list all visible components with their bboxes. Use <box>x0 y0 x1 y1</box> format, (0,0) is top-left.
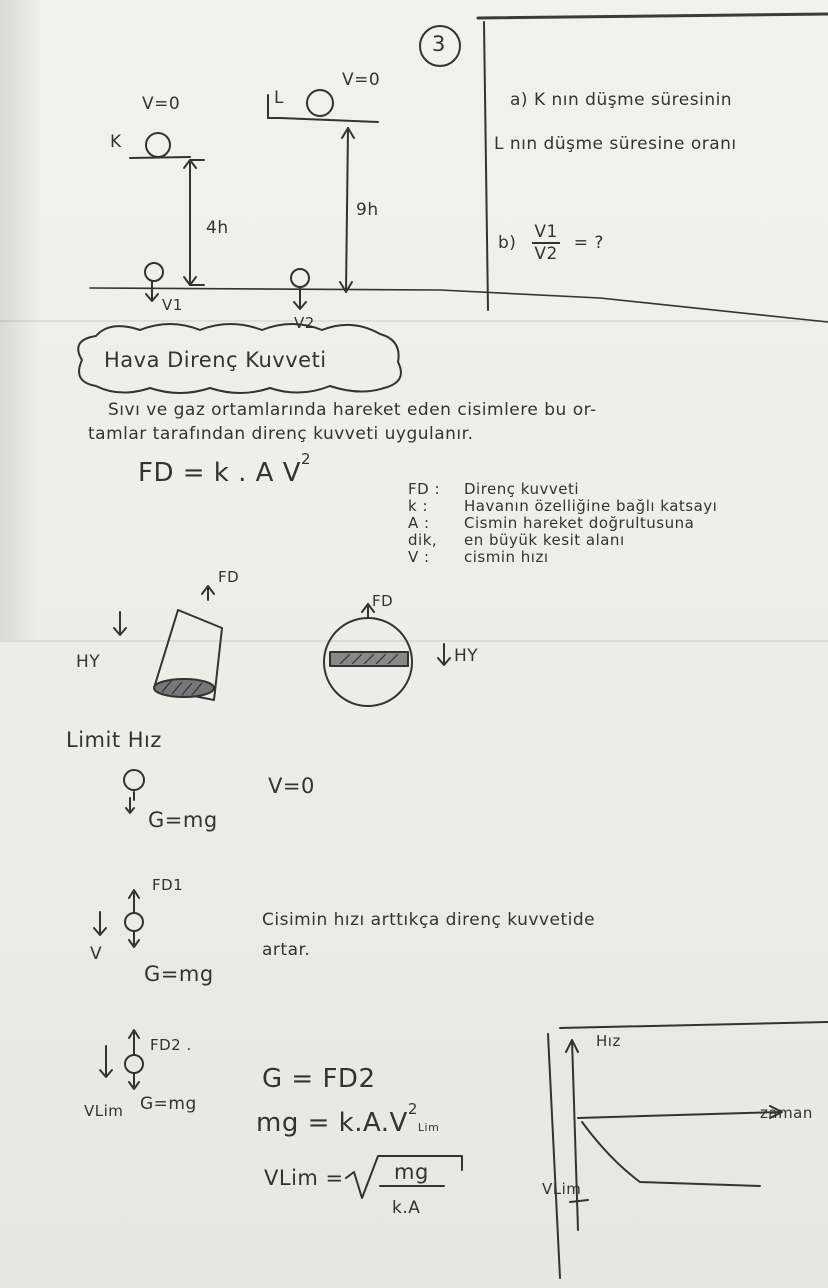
drag-text-line1: Sıvı ve gaz ortamlarında hareket eden ci… <box>108 400 597 420</box>
height-4h-label: 4h <box>206 218 229 238</box>
vlim-label: VLim <box>84 1102 124 1120</box>
equation-drag: mg = k.A.V2Lim <box>256 1100 440 1138</box>
definition-row: A : Cismin hareket doğrultusuna <box>408 514 717 532</box>
definition-symbol: dik, <box>408 531 438 549</box>
graph-x-label: zaman <box>760 1104 813 1122</box>
question-b-suffix: = ? <box>573 233 604 253</box>
equation-vlim-denominator: k.A <box>392 1198 421 1218</box>
v-label: V <box>90 944 103 964</box>
perforated-edge <box>0 0 40 640</box>
graph-vlim-label: VLim <box>542 1180 582 1198</box>
drag-formula-text: FD = k . A V <box>138 458 301 488</box>
v0-right-label: V=0 <box>342 70 381 90</box>
v1-label: V1 <box>162 296 183 314</box>
definition-row: dik, en büyük kesit alanı <box>408 531 717 549</box>
hy-label-cylinder: HY <box>76 652 101 672</box>
page-fold <box>0 320 828 322</box>
limit-note-line1: Cisimin hızı arttıkça direnç kuvvetide <box>262 910 596 930</box>
definition-row: FD : Direnç kuvveti <box>408 480 717 498</box>
drag-formula-exponent: 2 <box>300 450 312 468</box>
page-fold <box>0 640 828 642</box>
section-title-limit: Limit Hız <box>66 728 162 752</box>
definition-symbol: A : <box>408 514 430 532</box>
section-title-drag: Hava Direnç Kuvveti <box>104 348 327 372</box>
definition-text: en büyük kesit alanı <box>464 531 625 549</box>
page-number: 3 <box>432 32 446 56</box>
fd-label-sphere: FD <box>372 592 394 610</box>
equation-drag-text: mg = k.A.V <box>256 1108 408 1138</box>
ratio-denominator: V2 <box>534 244 558 264</box>
drag-formula: FD = k . A V2 <box>138 450 311 488</box>
definition-text: Havanın özelliğine bağlı katsayı <box>464 497 718 515</box>
weight-label-2: G=mg <box>144 962 214 986</box>
velocity-ratio: V1 V2 <box>532 222 560 264</box>
definition-symbol: k : <box>408 497 429 515</box>
definition-row: V : cismin hızı <box>408 548 717 566</box>
height-9h-label: 9h <box>356 200 379 220</box>
equation-balance: G = FD2 <box>262 1064 376 1094</box>
v0-left-label: V=0 <box>142 94 181 114</box>
limit-v0-label: V=0 <box>268 774 315 798</box>
ratio-numerator: V1 <box>532 222 560 244</box>
definition-list: FD : Direnç kuvveti k : Havanın özelliğine… <box>408 480 718 566</box>
fd-label-cylinder: FD <box>218 568 240 586</box>
hy-label-sphere: HY <box>454 646 479 666</box>
equation-vlim: VLim = <box>264 1166 344 1190</box>
weight-label-1: G=mg <box>148 808 218 832</box>
question-b-prefix: b) <box>498 233 517 253</box>
drag-text-line2: tamlar tarafından direnç kuvveti uygulan… <box>88 424 474 444</box>
weight-label-3: G=mg <box>140 1094 197 1114</box>
question-a-line2: L nın düşme süresine oranı <box>494 134 737 154</box>
equation-drag-subscript: Lim <box>417 1121 440 1134</box>
v2-label: V2 <box>294 314 315 332</box>
fd1-label: FD1 <box>152 876 184 894</box>
definition-symbol: V : <box>408 548 430 566</box>
equation-vlim-numerator: mg <box>394 1160 429 1184</box>
k-label: K <box>110 132 122 152</box>
definition-row: k : Havanın özelliğine bağlı katsayı <box>408 497 718 515</box>
question-b: b) V1 V2 = ? <box>498 222 604 264</box>
graph-y-label: Hız <box>596 1032 621 1050</box>
question-a-line1: a) K nın düşme süresinin <box>510 90 733 110</box>
l-label: L <box>274 88 284 108</box>
definition-text: Direnç kuvveti <box>464 480 580 498</box>
fd2-label: FD2 . <box>150 1036 192 1054</box>
definition-text: Cismin hareket doğrultusuna <box>464 514 695 532</box>
limit-note-line2: artar. <box>262 940 311 960</box>
definition-symbol: FD : <box>408 480 440 498</box>
definition-text: cismin hızı <box>464 548 549 566</box>
equation-drag-exponent: 2 <box>407 1100 418 1118</box>
